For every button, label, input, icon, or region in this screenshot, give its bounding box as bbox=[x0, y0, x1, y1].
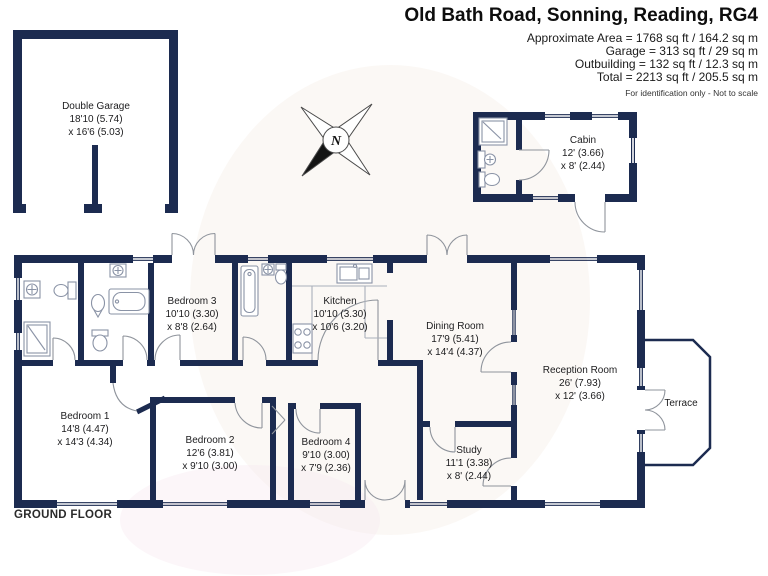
room-label-bedroom-3: Bedroom 3 10'10 (3.30) x 8'8 (2.64) bbox=[165, 295, 218, 334]
doors bbox=[52, 149, 666, 501]
room-dim: 26' (7.93) bbox=[559, 378, 601, 389]
compass-north-label: N bbox=[330, 134, 342, 149]
cabin-walls bbox=[473, 112, 637, 202]
room-label-terrace: Terrace bbox=[664, 397, 697, 410]
area-line-garage: Garage = 313 sq ft / 29 sq m bbox=[605, 44, 758, 58]
cabin-toilet-icon bbox=[478, 171, 501, 188]
room-label-study: Study 11'1 (3.38) x 8' (2.44) bbox=[446, 444, 493, 483]
room-dim: x 10'6 (3.20) bbox=[312, 322, 368, 333]
bathroom-bath-icon bbox=[108, 288, 150, 315]
wc-toilet-icon bbox=[274, 263, 288, 285]
main-building-walls bbox=[14, 255, 645, 508]
room-dim: x 8' (2.44) bbox=[560, 161, 606, 172]
room-name: Terrace bbox=[664, 398, 698, 409]
room-dim: x 14'3 (4.34) bbox=[57, 437, 113, 448]
windows bbox=[16, 114, 643, 506]
room-label-dining-room: Dining Room 17'9 (5.41) x 14'4 (4.37) bbox=[426, 320, 484, 359]
area-line-outbuilding: Outbuilding = 132 sq ft / 12.3 sq m bbox=[574, 57, 758, 71]
bathroom-toilet-icon bbox=[91, 329, 109, 352]
room-name: Cabin bbox=[569, 135, 597, 146]
room-dim: 12' (3.66) bbox=[562, 148, 604, 159]
kitchen-counter bbox=[292, 285, 387, 360]
room-name: Bedroom 3 bbox=[167, 296, 217, 307]
room-dim: x 16'6 (5.03) bbox=[68, 127, 124, 138]
room-dim: 10'10 (3.30) bbox=[313, 309, 367, 320]
room-name: Study bbox=[456, 445, 482, 456]
room-label-reception-room: Reception Room 26' (7.93) x 12' (3.66) bbox=[543, 364, 617, 403]
room-dim: x 12' (3.66) bbox=[555, 391, 605, 402]
disclaimer-note: For identification only - Not to scale bbox=[625, 88, 758, 98]
floor-name-label: GROUND FLOOR bbox=[14, 509, 113, 521]
area-line-total: Total = 2213 sq ft / 205.5 sq m bbox=[596, 70, 758, 84]
room-dim: 11'1 (3.38) bbox=[445, 458, 493, 469]
wc-bath-icon bbox=[240, 265, 259, 317]
compass-north-icon: N bbox=[300, 103, 373, 177]
cabin-shower-icon bbox=[478, 117, 508, 146]
room-dim: 17'9 (5.41) bbox=[431, 334, 479, 345]
room-label-cabin: Cabin 12' (3.66) x 8' (2.44) bbox=[561, 134, 605, 173]
room-name: Kitchen bbox=[323, 296, 357, 307]
room-dim: 9'10 (3.00) bbox=[302, 450, 350, 461]
room-label-double-garage: Double Garage 18'10 (5.74) x 16'6 (5.03) bbox=[62, 100, 130, 139]
bedroom1-door-leaf bbox=[135, 395, 167, 415]
area-line-approximate: Approximate Area = 1768 sq ft / 164.2 sq… bbox=[526, 31, 758, 45]
page-title: Old Bath Road, Sonning, Reading, RG4 bbox=[404, 5, 758, 26]
room-dim: x 7'9 (2.36) bbox=[301, 463, 351, 474]
cabin-sink-icon bbox=[477, 150, 497, 169]
bathroom-sink-icon bbox=[109, 263, 127, 278]
room-name: Double Garage bbox=[62, 101, 130, 112]
room-dim: x 9'10 (3.00) bbox=[182, 461, 238, 472]
room-dim: 12'6 (3.81) bbox=[186, 448, 234, 459]
room-name: Reception Room bbox=[542, 365, 618, 376]
room-dim: 10'10 (3.30) bbox=[165, 309, 219, 320]
room-label-kitchen: Kitchen 10'10 (3.30) x 10'6 (3.20) bbox=[312, 295, 367, 334]
room-name: Bedroom 4 bbox=[301, 437, 351, 448]
terrace-outline bbox=[645, 338, 712, 467]
kitchen-hob-icon bbox=[292, 323, 313, 354]
wc-sink-icon bbox=[261, 263, 275, 276]
room-dim: x 14'4 (4.37) bbox=[427, 347, 483, 358]
room-label-bedroom-4: Bedroom 4 9'10 (3.00) x 7'9 (2.36) bbox=[301, 436, 351, 475]
ensuite-shower-icon bbox=[23, 321, 51, 357]
fixtures bbox=[23, 117, 508, 360]
room-dim: 18'10 (5.74) bbox=[69, 114, 123, 125]
room-label-bedroom-2: Bedroom 2 12'6 (3.81) x 9'10 (3.00) bbox=[182, 434, 237, 473]
ensuite-sink-icon bbox=[23, 280, 41, 299]
room-dim: x 8'8 (2.64) bbox=[167, 322, 217, 333]
room-name: Bedroom 2 bbox=[185, 435, 235, 446]
bathroom-basin-icon bbox=[90, 293, 106, 319]
room-name: Dining Room bbox=[426, 321, 484, 332]
room-label-bedroom-1: Bedroom 1 14'8 (4.47) x 14'3 (4.34) bbox=[57, 410, 112, 449]
room-name: Bedroom 1 bbox=[60, 411, 110, 422]
ensuite-toilet-icon bbox=[53, 281, 77, 300]
kitchen-sink-icon bbox=[336, 263, 373, 284]
room-dim: 14'8 (4.47) bbox=[61, 424, 109, 435]
room-dim: x 8' (2.44) bbox=[446, 471, 492, 482]
garage-walls bbox=[13, 30, 178, 213]
